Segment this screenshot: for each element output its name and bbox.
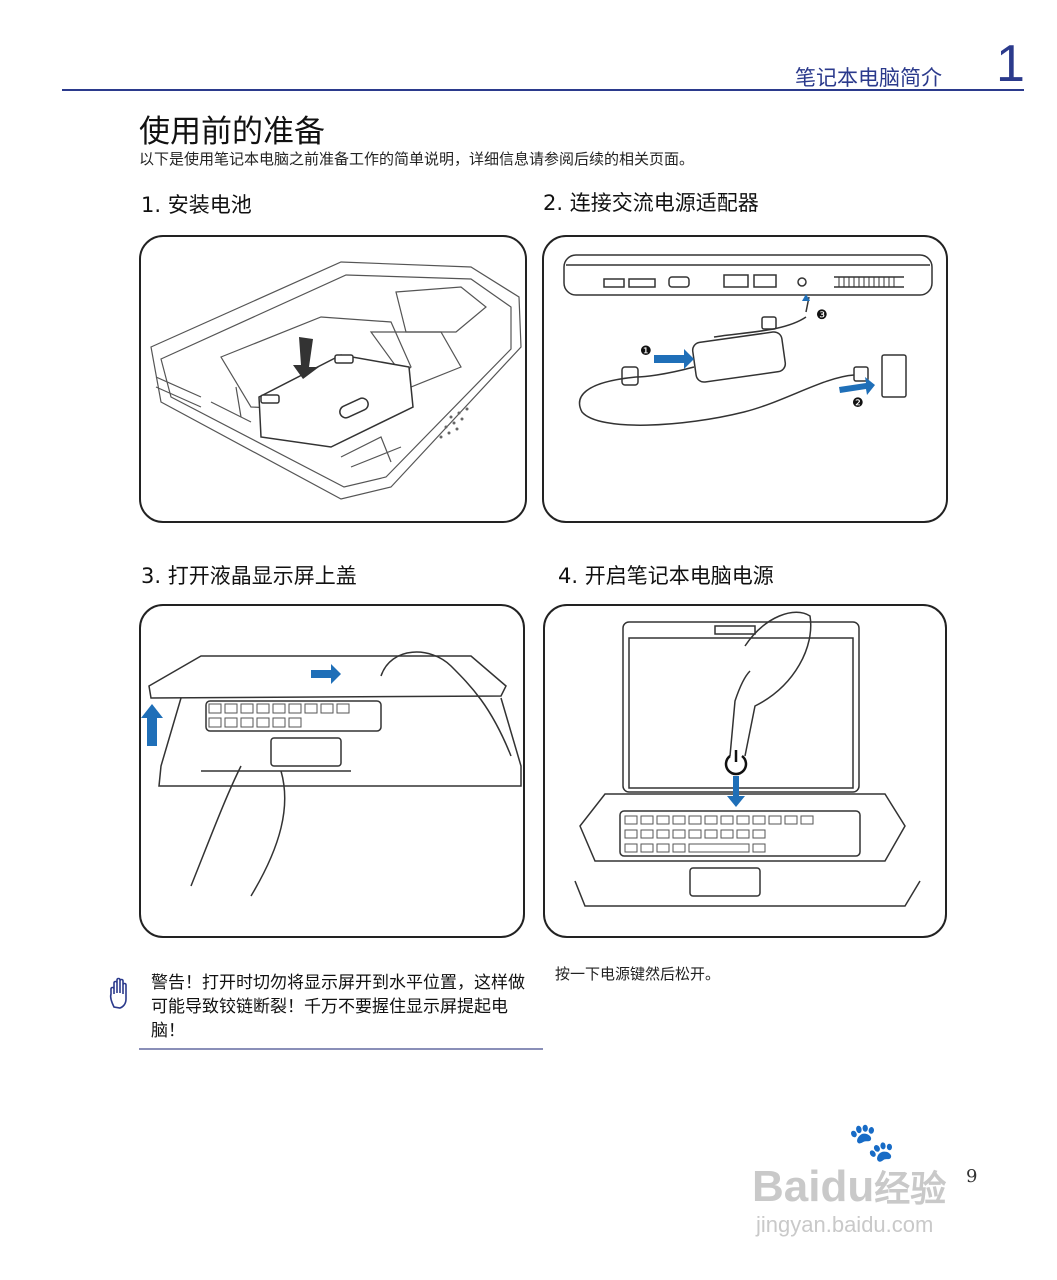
- watermark-brand-suffix: 经验: [874, 1168, 947, 1209]
- callout-3: ❸: [816, 308, 828, 323]
- warning-rule: [139, 1048, 543, 1050]
- step-1-label: 1. 安装电池: [141, 193, 252, 217]
- step-2-label: 2. 连接交流电源适配器: [543, 191, 759, 215]
- chapter-number: 1: [996, 35, 1025, 93]
- intro-text: 以下是使用笔记本电脑之前准备工作的简单说明，详细信息请参阅后续的相关页面。: [139, 150, 695, 168]
- watermark-brand-main: Bai: [752, 1162, 821, 1211]
- watermark-brand-tail: du: [820, 1162, 875, 1211]
- power-on-illustration: [543, 604, 947, 938]
- watermark-brand: Baidu经验: [752, 1160, 946, 1212]
- power-note: 按一下电源键然后松开。: [555, 965, 721, 983]
- header-rule: [62, 89, 1024, 91]
- laptop-underside-drawing: [150, 261, 522, 500]
- hand-stop-icon: [108, 977, 138, 1011]
- section-title: 笔记本电脑简介: [795, 66, 942, 90]
- ac-adapter-illustration: ❶ ❷ ❸: [542, 235, 948, 523]
- adapter-connection-drawing: ❶ ❷ ❸: [563, 254, 933, 426]
- power-button-drawing: [574, 611, 921, 907]
- watermark-url: jingyan.baidu.com: [756, 1212, 934, 1237]
- callout-2: ❷: [852, 396, 864, 411]
- callout-1: ❶: [640, 344, 652, 359]
- lid-opening-drawing: [141, 651, 522, 897]
- step-4-label: 4. 开启笔记本电脑电源: [558, 564, 774, 588]
- page-title: 使用前的准备: [139, 114, 325, 150]
- open-display-illustration: [139, 604, 525, 938]
- power-icon: [724, 750, 748, 776]
- paw-icon: 🐾: [848, 1120, 896, 1164]
- step-3-label: 3. 打开液晶显示屏上盖: [141, 564, 357, 588]
- battery-illustration: [139, 235, 527, 523]
- warning-text: 警告！打开时切勿将显示屏开到水平位置，这样做可能导致铰链断裂！千万不要握住显示屏…: [151, 973, 525, 1041]
- page-number: 9: [966, 1166, 978, 1187]
